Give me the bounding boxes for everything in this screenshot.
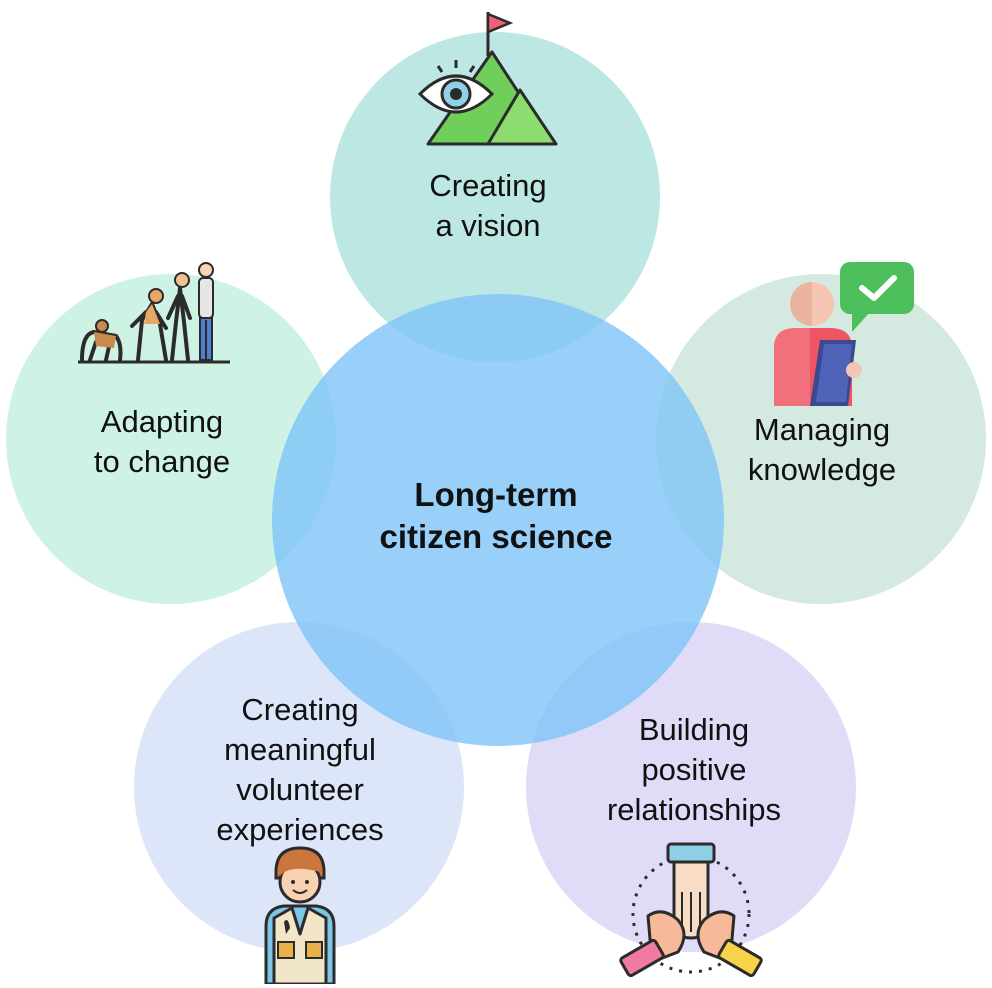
- adapting-label-line-2: to change: [93, 444, 231, 479]
- knowledge-label: Managing knowledge: [712, 410, 932, 490]
- relationships-label: Building positive relationships: [574, 710, 814, 830]
- relationships-label-line-3: relationships: [606, 792, 782, 827]
- adapting-label: Adapting to change: [62, 402, 262, 482]
- center-title-line-2: citizen science: [379, 518, 613, 555]
- volunteer-label-line-1: Creating: [241, 692, 359, 727]
- relationships-label-line-2: positive: [641, 752, 747, 787]
- volunteer-person-icon: [264, 846, 336, 984]
- human-evolution-icon: [78, 262, 230, 364]
- vision-label-line-2: a vision: [435, 208, 541, 243]
- relationships-label-line-1: Building: [638, 712, 750, 747]
- stacked-hands-icon: [619, 842, 763, 978]
- vision-label-line-1: Creating: [429, 168, 547, 203]
- person-tablet-checkmark-icon: [774, 262, 914, 406]
- center-title-line-1: Long-term: [414, 476, 578, 513]
- center-title: Long-term citizen science: [336, 474, 656, 558]
- eye-mountain-flag-icon: [417, 12, 558, 146]
- volunteer-label-line-2: meaningful: [224, 732, 376, 767]
- adapting-label-line-1: Adapting: [100, 404, 224, 439]
- volunteer-label-line-4: experiences: [216, 812, 384, 847]
- knowledge-label-line-1: Managing: [753, 412, 891, 447]
- center-circle: [272, 294, 724, 746]
- knowledge-label-line-2: knowledge: [747, 452, 897, 487]
- volunteer-label: Creating meaningful volunteer experience…: [180, 690, 420, 850]
- vision-label: Creating a vision: [388, 166, 588, 246]
- volunteer-label-line-3: volunteer: [236, 772, 364, 807]
